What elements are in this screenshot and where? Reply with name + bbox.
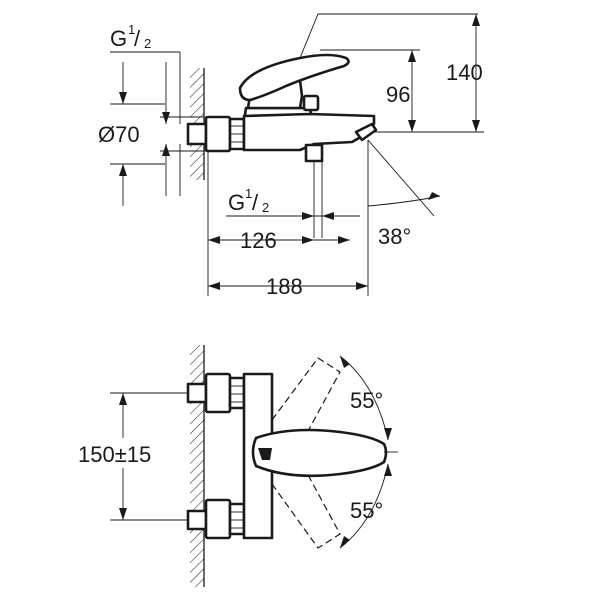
thread-bottom-den: 2	[262, 200, 269, 215]
connector-upper-stub	[186, 382, 208, 404]
wall-hatch-top	[190, 345, 204, 587]
angle-up-label: 55°	[350, 388, 383, 413]
thread-top-label: G	[110, 26, 127, 51]
connector-lower-nut	[228, 502, 246, 536]
angle-down-label: 55°	[350, 498, 383, 523]
thread-bottom-label: G	[228, 190, 245, 215]
thread-top-slash: /	[134, 26, 141, 51]
spacing-label: 150±15	[78, 442, 151, 467]
connector-lower-flange	[204, 498, 232, 540]
angle-38-label: 38°	[378, 224, 411, 249]
height-140-label: 140	[446, 60, 483, 85]
shower-outlet	[304, 143, 324, 163]
connector-upper-flange	[204, 372, 232, 414]
height-96-label: 96	[386, 82, 410, 107]
eccentric-connector	[186, 122, 208, 146]
lever-rotated-down	[271, 459, 341, 549]
connector-lower-stub	[186, 509, 208, 531]
lever-logo-mark	[258, 448, 272, 460]
side-view: Ø70 G 1 / 2 96 140 G 1 / 2	[98, 13, 484, 299]
lever-max-outline	[299, 13, 478, 59]
top-view: 150±15 55° 55°	[74, 345, 398, 587]
wall-flange	[204, 115, 232, 153]
lever-handle	[238, 53, 350, 102]
thread-bottom-num: 1	[245, 186, 252, 201]
thread-bottom-slash: /	[252, 190, 259, 215]
dim-188-label: 188	[266, 274, 303, 299]
spout-outlet	[354, 122, 378, 142]
thread-top-num: 1	[128, 22, 135, 37]
lever-rotated-up	[271, 357, 341, 447]
diameter-label: Ø70	[98, 122, 140, 147]
lever-handle-top	[251, 428, 388, 478]
thread-top-den: 2	[144, 36, 151, 51]
dim-126-label: 126	[240, 228, 277, 253]
diverter-knob	[302, 94, 320, 112]
connector-upper-nut	[228, 376, 246, 410]
